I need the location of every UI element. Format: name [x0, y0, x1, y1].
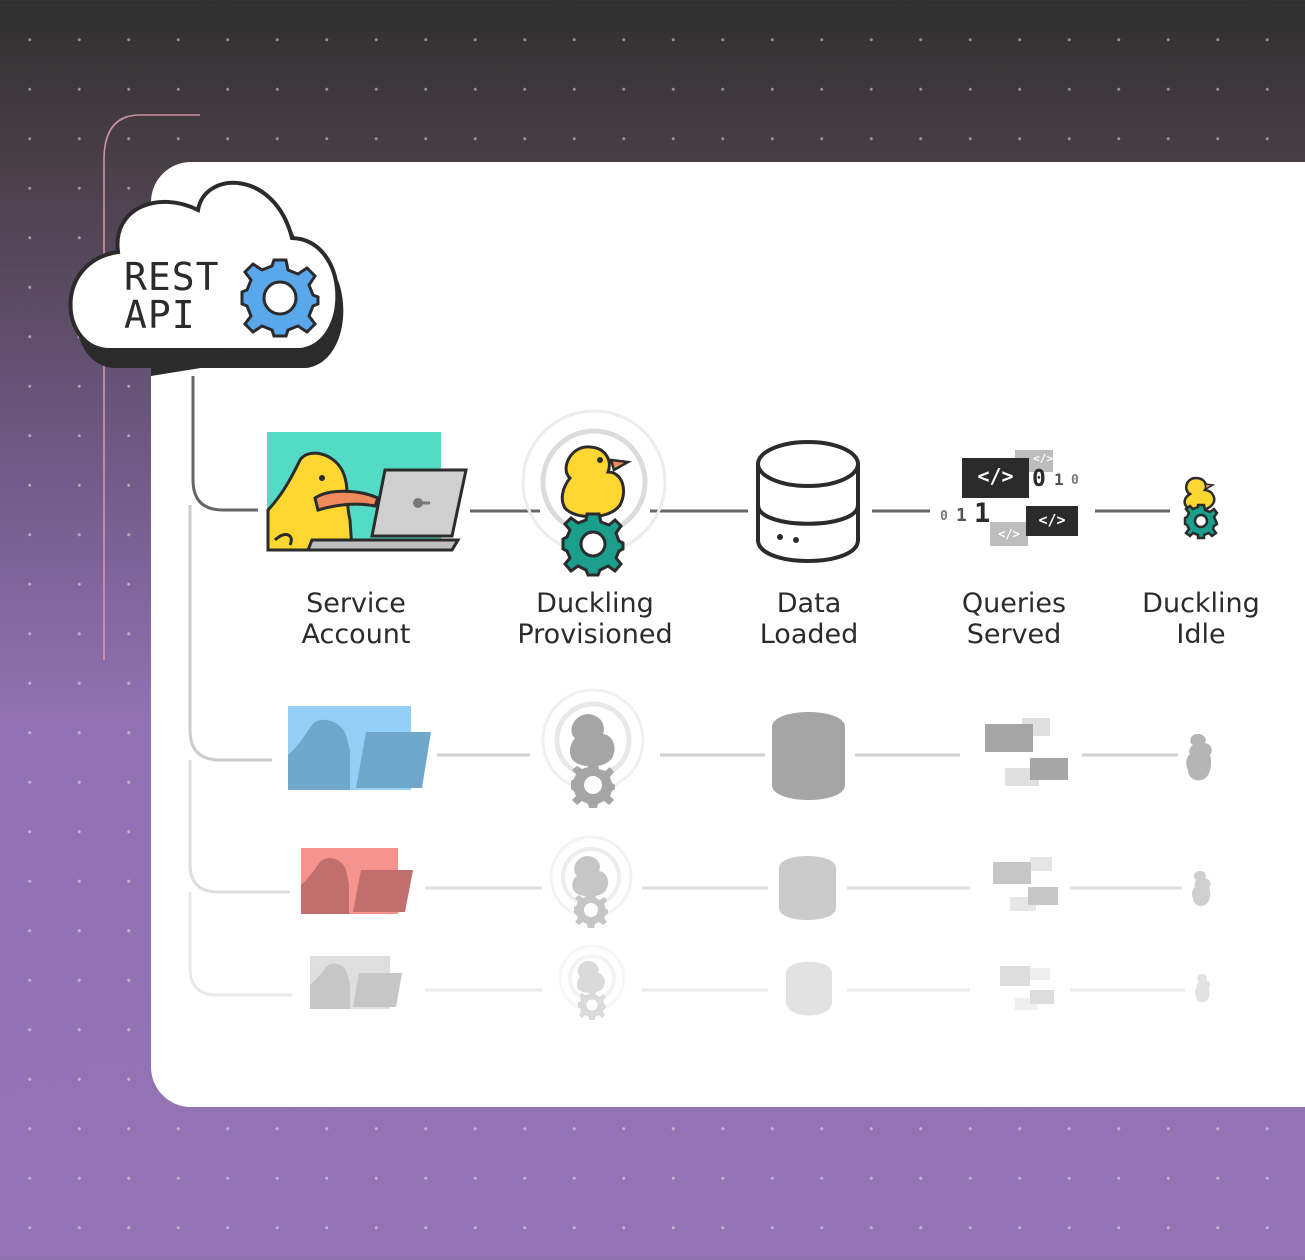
code-tag: </> — [1033, 452, 1053, 465]
rest-api-line1: REST — [124, 255, 220, 299]
binary-digit: 0 — [1071, 473, 1079, 488]
row-3-faded — [301, 835, 1211, 928]
stage-label-line2: Served — [966, 619, 1062, 650]
queries-code-illustration — [962, 450, 1078, 546]
stage-label-line1: Duckling — [536, 588, 654, 619]
stage-label-line1: Service — [306, 588, 406, 619]
stage-label-line2: Provisioned — [517, 619, 673, 650]
duckling-provisioned-illustration — [521, 409, 667, 577]
row-2-faded — [288, 688, 1212, 808]
stage-label-line1: Queries — [961, 588, 1067, 619]
rest-api-title: REST API — [124, 258, 220, 334]
rest-api-line2: API — [124, 293, 196, 337]
stage-label-line2: Idle — [1176, 619, 1226, 650]
code-tag: </> — [1038, 511, 1066, 529]
stage-label-line1: Data — [776, 588, 842, 619]
stage-label-duckling-idle: Duckling Idle — [1101, 588, 1301, 650]
row-4-faded — [310, 944, 1210, 1020]
branch-lines — [188, 376, 292, 997]
stage-label-service-account: Service Account — [256, 588, 456, 650]
code-tag: </> — [998, 527, 1020, 541]
binary-digit: 1 — [956, 505, 967, 526]
row-connectors — [425, 509, 1185, 992]
workflow-card — [151, 162, 1305, 1107]
duckling-idle-illustration — [1183, 476, 1219, 540]
binary-digit: 1 — [974, 498, 991, 529]
stage-label-data-loaded: Data Loaded — [709, 588, 909, 650]
stage-label-duckling-provisioned: Duckling Provisioned — [495, 588, 695, 650]
service-account-illustration — [266, 432, 468, 552]
stage-label-queries-served: Queries Served — [914, 588, 1114, 650]
binary-digit: 0 — [1032, 466, 1046, 492]
stage-label-line2: Account — [301, 619, 411, 650]
binary-digit: 1 — [1054, 470, 1064, 489]
binary-digit: 0 — [940, 509, 948, 524]
stage-label-line1: Duckling — [1142, 588, 1260, 619]
database-icon — [756, 440, 860, 563]
code-tag: </> — [977, 464, 1014, 488]
gear-icon — [240, 258, 320, 338]
stage-label-line2: Loaded — [759, 619, 859, 650]
